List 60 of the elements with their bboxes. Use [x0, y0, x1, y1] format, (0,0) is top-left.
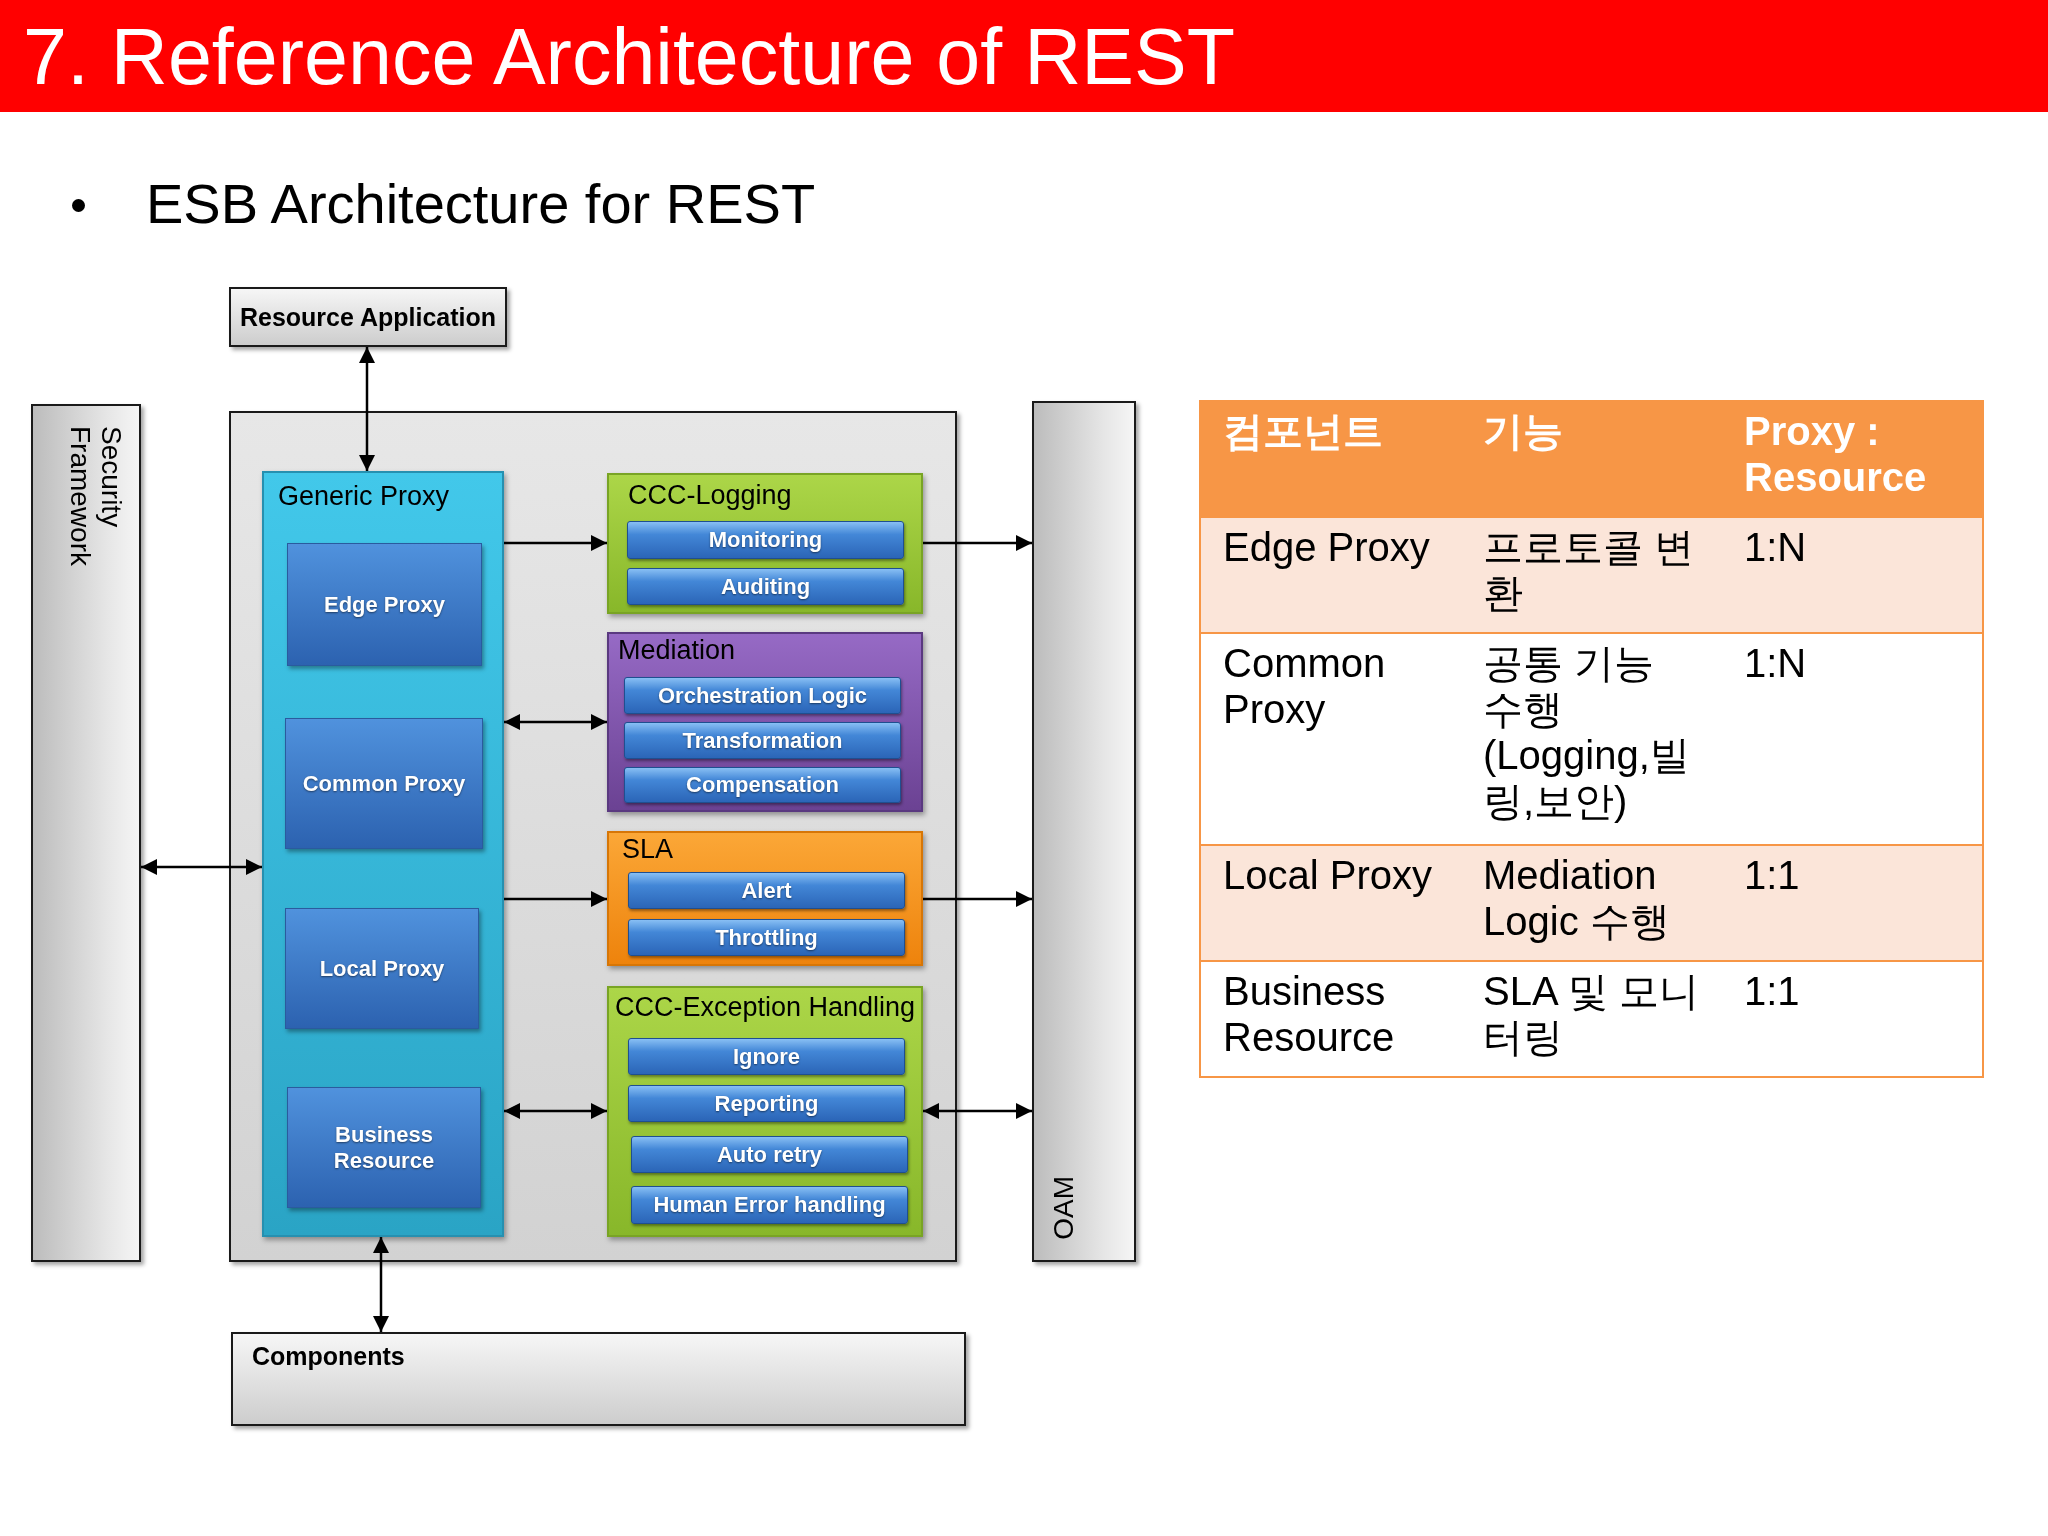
panel-title: CCC-Logging: [628, 480, 792, 510]
panel-title: Mediation: [618, 635, 736, 665]
table-cell: 프로토콜 변환: [1461, 517, 1722, 633]
double-arrow: [504, 713, 607, 731]
double-arrow: [504, 1102, 607, 1120]
double-arrow: [141, 858, 262, 876]
side-panel: [1032, 401, 1136, 1262]
header-cell: 기능: [1461, 401, 1722, 517]
slide-title: 7. Reference Architecture of REST: [23, 12, 1235, 102]
function-bar: Auto retry: [631, 1136, 908, 1173]
application-box: Resource Application: [229, 287, 507, 347]
module-panel: [262, 471, 504, 1237]
panel-title: Generic Proxy: [278, 481, 450, 511]
table-cell: 공통 기능 수행 (Logging,빌링,보안): [1461, 633, 1722, 845]
function-bar: Transformation: [624, 722, 901, 759]
arrow: [504, 890, 607, 908]
subtitle: ESB Architecture for REST: [146, 172, 816, 236]
table-cell: Edge Proxy: [1200, 517, 1461, 633]
double-arrow: [372, 1237, 390, 1332]
layer-title: Components: [252, 1342, 405, 1370]
side-panel: [31, 404, 141, 1262]
table-cell: 1:1: [1722, 961, 1983, 1077]
panel-title: CCC-Exception Handling: [615, 992, 916, 1022]
table-cell: Business Resource: [1200, 961, 1461, 1077]
table-cell: 1:N: [1722, 633, 1983, 845]
component-tile: Edge Proxy: [287, 543, 482, 666]
header-cell: 컴포넌트: [1200, 401, 1461, 517]
header-cell: Proxy : Resource: [1722, 401, 1983, 517]
table-cell: Mediation Logic 수행: [1461, 845, 1722, 961]
function-bar: Reporting: [628, 1085, 905, 1122]
table-cell: SLA 및 모니터링: [1461, 961, 1722, 1077]
module-panel: [607, 473, 923, 614]
container-frame: [229, 411, 957, 1262]
function-bar: Alert: [628, 872, 905, 909]
component-tile: Business Resource: [287, 1087, 481, 1208]
table-cell: Common Proxy: [1200, 633, 1461, 845]
module-panel: [607, 831, 923, 966]
table-cell: Local Proxy: [1200, 845, 1461, 961]
arrow: [504, 534, 607, 552]
panel-title: SLA: [622, 834, 674, 864]
layer-box: [231, 1332, 966, 1426]
double-arrow: [923, 1102, 1032, 1120]
table-cell: 1:1: [1722, 845, 1983, 961]
function-bar: Ignore: [628, 1038, 905, 1075]
function-bar: Auditing: [627, 568, 904, 605]
component-tile: Common Proxy: [285, 718, 483, 849]
function-bar: Human Error handling: [631, 1186, 908, 1224]
function-bar: Monitoring: [627, 521, 904, 559]
double-arrow: [358, 347, 376, 471]
function-bar: Compensation: [624, 767, 901, 803]
table-cell: 1:N: [1722, 517, 1983, 633]
module-panel: [607, 632, 923, 812]
function-bar: Orchestration Logic: [624, 677, 901, 714]
arrow: [923, 890, 1032, 908]
arrow: [923, 534, 1032, 552]
side-panel-label: Security Framework: [65, 426, 127, 568]
module-panel: [607, 986, 923, 1237]
function-bar: Throttling: [628, 919, 905, 956]
component-tile: Local Proxy: [285, 908, 479, 1029]
side-panel-label: OAM: [1048, 1176, 1079, 1240]
